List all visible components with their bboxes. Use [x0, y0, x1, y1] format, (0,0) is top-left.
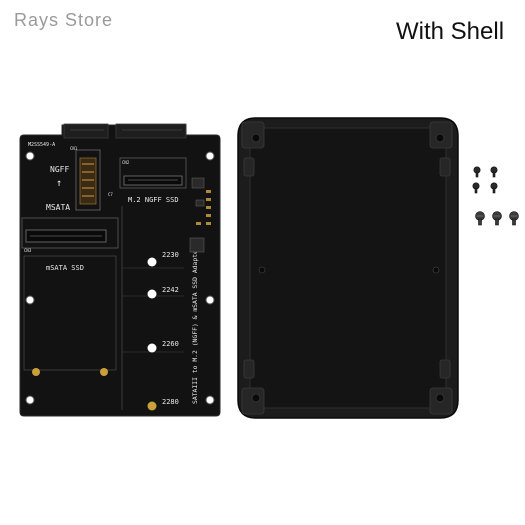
- cn-top-label: CN1: [70, 146, 78, 151]
- m2-ssd-label: M.2 NGFF SSD: [128, 196, 179, 204]
- adapter-board: M2SS549-A CN1 NGFF ↑ MSATA CN2 C7 M.2 NG…: [19, 123, 221, 417]
- mount-hole: [205, 151, 215, 161]
- board-model: M2SS549-A: [28, 142, 55, 148]
- ngff-label: NGFF: [50, 165, 69, 174]
- small-screw: [473, 166, 481, 178]
- small-screw: [490, 182, 498, 194]
- large-screw: [509, 211, 519, 226]
- size-2260: 2260: [162, 340, 179, 348]
- m2-hole-2280: [147, 401, 157, 411]
- mount-hole: [205, 395, 215, 405]
- sata-data-connector: [115, 123, 187, 139]
- gold-standoff: [32, 368, 40, 376]
- mount-hole: [205, 295, 215, 305]
- m2-slot: [123, 175, 183, 186]
- m2-hole-2230: [147, 257, 157, 267]
- plastic-shell: [237, 117, 459, 419]
- size-2280: 2280: [162, 398, 179, 406]
- msata-top-label: MSATA: [46, 203, 70, 212]
- small-screw: [472, 182, 480, 194]
- large-screw: [492, 211, 502, 226]
- gold-standoff: [100, 368, 108, 376]
- sata-power-connector: [63, 123, 109, 139]
- mount-hole: [25, 395, 35, 405]
- store-name: Rays Store: [14, 10, 114, 30]
- small-screw: [490, 166, 498, 178]
- c7-label: C7: [108, 192, 113, 197]
- size-2242: 2242: [162, 286, 179, 294]
- screws: [472, 166, 519, 226]
- m2-hole-2260: [147, 343, 157, 353]
- with-shell-label: With Shell: [396, 18, 505, 45]
- cn3-label: CN3: [24, 248, 32, 253]
- mount-hole: [25, 295, 35, 305]
- msata-ssd-label: mSATA SSD: [46, 264, 84, 272]
- cn2-label: CN2: [122, 160, 130, 165]
- arrow-glyph: ↑: [56, 178, 62, 189]
- size-2230: 2230: [162, 251, 179, 259]
- adapter-description: SATAIII to M.2 (NGFF) & mSATA SSD Adapte…: [191, 246, 199, 404]
- mount-hole: [25, 151, 35, 161]
- m2-hole-2242: [147, 289, 157, 299]
- large-screw: [475, 211, 485, 226]
- mode-switch: [79, 157, 97, 205]
